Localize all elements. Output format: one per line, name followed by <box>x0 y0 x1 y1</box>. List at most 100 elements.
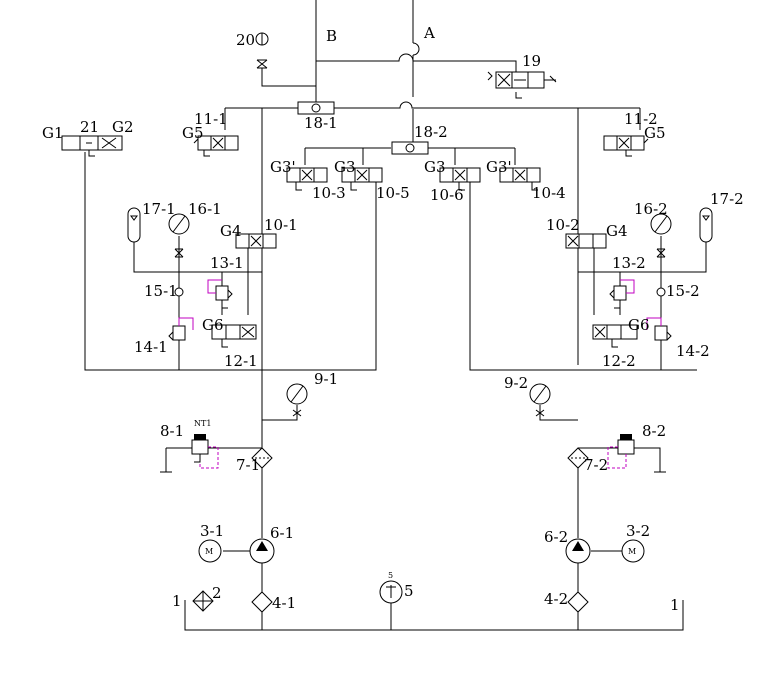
thermometer-gauge-5 <box>379 580 403 604</box>
label-14-2: 14-2 <box>676 342 710 360</box>
directional-valve-11-2 <box>603 135 649 157</box>
label-1-right: 1 <box>670 596 680 614</box>
filter-7-2 <box>567 447 589 469</box>
label-G4-right: G4 <box>606 222 628 240</box>
label-10-6: 10-6 <box>430 186 464 204</box>
label-5-small: 5 <box>388 571 393 580</box>
directional-valve-10-5 <box>341 167 383 191</box>
label-G3-left: G3 <box>334 158 356 176</box>
label-G1: G1 <box>42 124 64 142</box>
relief-valve-13-1 <box>207 279 233 309</box>
motor-3-2-letter: M <box>628 547 636 556</box>
label-8-1: 8-1 <box>160 422 184 440</box>
label-10-3: 10-3 <box>312 184 346 202</box>
label-11-2: 11-2 <box>624 110 658 128</box>
directional-valve-12-2 <box>592 324 638 348</box>
label-2: 2 <box>212 584 222 602</box>
air-filter-2 <box>192 590 214 612</box>
directional-valve-21 <box>61 135 123 157</box>
directional-valve-10-3 <box>286 167 328 191</box>
pump-6-1 <box>249 538 275 564</box>
label-13-1: 13-1 <box>210 254 244 272</box>
accumulator-17-2 <box>699 207 713 243</box>
directional-valve-10-1 <box>235 233 277 315</box>
label-G3p-left: G3' <box>270 158 296 176</box>
label-18-1: 18-1 <box>304 114 338 132</box>
label-19: 19 <box>522 52 541 70</box>
label-1-left: 1 <box>172 592 182 610</box>
relief-valve-13-2 <box>609 279 635 309</box>
label-4-2: 4-2 <box>544 590 568 608</box>
label-20: 20 <box>236 31 255 49</box>
label-16-2: 16-2 <box>634 200 668 218</box>
label-G3p-right: G3' <box>486 158 512 176</box>
motor-3-2 <box>621 539 645 563</box>
label-15-2: 15-2 <box>666 282 700 300</box>
pressure-gauge-16-1 <box>168 213 190 258</box>
directional-valve-19 <box>487 71 557 99</box>
accumulator-17-1 <box>127 207 141 243</box>
motor-3-1 <box>198 539 222 563</box>
label-8-2: 8-2 <box>642 422 666 440</box>
suction-filter-4-1 <box>251 591 273 613</box>
label-11-1: 11-1 <box>194 110 228 128</box>
label-12-2: 12-2 <box>602 352 636 370</box>
shuttle-valve-18-1 <box>297 101 335 115</box>
label-G6-left: G6 <box>202 316 224 334</box>
label-A: A <box>423 24 435 42</box>
label-6-2: 6-2 <box>544 528 568 546</box>
label-G6-right: G6 <box>628 316 650 334</box>
label-10-4: 10-4 <box>532 184 566 202</box>
label-9-1: 9-1 <box>314 370 338 388</box>
relief-valve-14-2 <box>646 317 672 341</box>
label-NT1: NT1 <box>194 419 211 428</box>
relief-valve-14-1 <box>168 317 194 341</box>
label-10-5: 10-5 <box>376 184 410 202</box>
label-6-1: 6-1 <box>270 524 294 542</box>
motor-3-1-letter: M <box>205 547 213 556</box>
label-10-1: 10-1 <box>264 216 298 234</box>
pressure-gauge-9-2 <box>529 383 551 417</box>
label-13-2: 13-2 <box>612 254 646 272</box>
label-4-1: 4-1 <box>272 594 296 612</box>
directional-valve-11-1 <box>193 135 239 157</box>
relief-valve-8-1 <box>160 434 219 473</box>
pressure-gauge-9-1 <box>286 383 308 417</box>
label-3-1: 3-1 <box>200 522 224 540</box>
label-G3-right: G3 <box>424 158 446 176</box>
directional-valve-10-6 <box>439 167 481 191</box>
label-7-2: 7-2 <box>584 456 608 474</box>
label-G2: G2 <box>112 118 134 136</box>
label-10-2: 10-2 <box>546 216 580 234</box>
label-9-2: 9-2 <box>504 374 528 392</box>
label-16-1: 16-1 <box>188 200 222 218</box>
gauge-valve-20 <box>255 32 269 69</box>
pipe-network <box>84 0 707 631</box>
label-17-2: 17-2 <box>710 190 744 208</box>
directional-valve-10-4 <box>499 167 541 191</box>
pump-6-2 <box>565 538 591 564</box>
filter-7-1 <box>251 447 273 469</box>
directional-valve-12-1 <box>211 324 257 348</box>
label-7-1: 7-1 <box>236 456 260 474</box>
relief-valve-8-2 <box>607 434 666 473</box>
label-14-1: 14-1 <box>134 338 168 356</box>
component-labels: A B 19 20 11-1 11-2 18-1 18-2 21 G1 G2 G… <box>42 24 744 614</box>
label-B: B <box>326 27 337 45</box>
label-12-1: 12-1 <box>224 352 258 370</box>
directional-valve-10-2 <box>565 233 607 315</box>
suction-filter-4-2 <box>567 591 589 613</box>
label-21: 21 <box>80 118 99 136</box>
label-3-2: 3-2 <box>626 522 650 540</box>
label-G5-left: G5 <box>182 124 204 142</box>
shuttle-valve-18-2 <box>391 141 429 155</box>
label-18-2: 18-2 <box>414 123 448 141</box>
check-valve-15-2 <box>656 287 666 297</box>
label-G4-left: G4 <box>220 222 242 240</box>
check-valve-15-1 <box>174 287 184 297</box>
label-G5-right: G5 <box>644 124 666 142</box>
label-15-1: 15-1 <box>144 282 178 300</box>
pressure-gauge-16-2 <box>650 213 672 258</box>
